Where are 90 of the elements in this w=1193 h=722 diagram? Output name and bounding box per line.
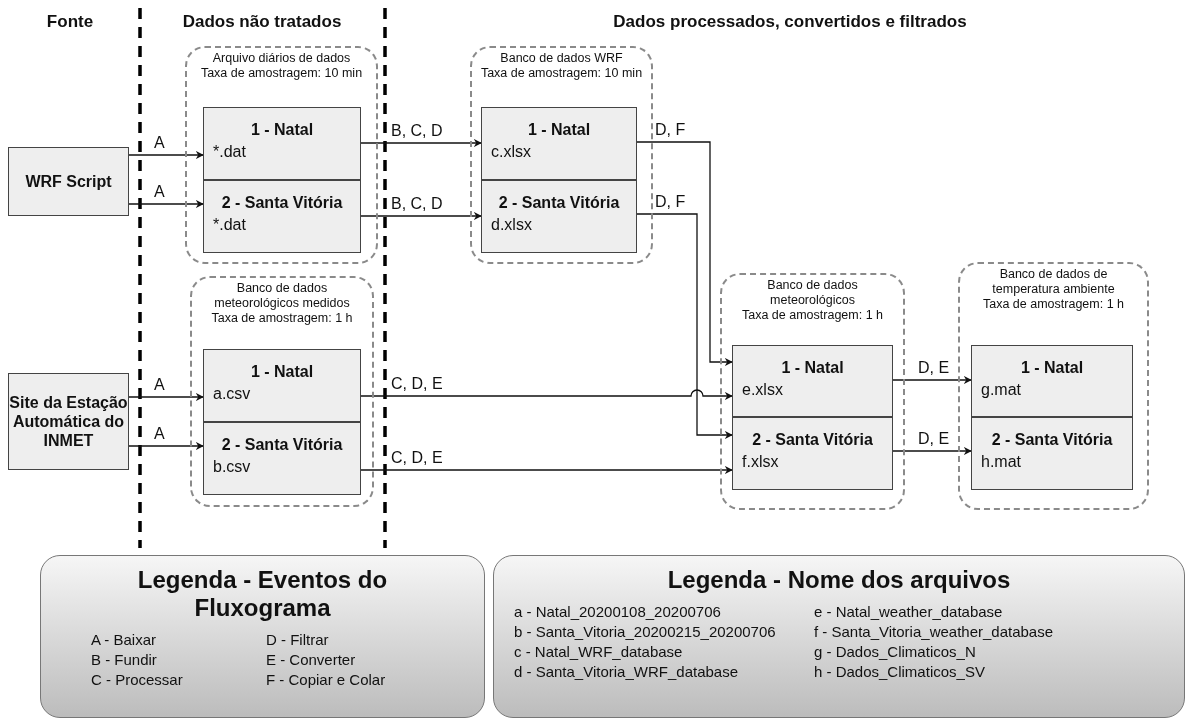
edge-label: D, E (917, 430, 951, 448)
data-box (203, 349, 361, 422)
group-caption: Banco de dados meteorológicos medidos (213, 281, 351, 311)
data-box (203, 180, 361, 253)
file-name: f.xlsx (741, 452, 779, 472)
file-name: b.csv (212, 457, 251, 477)
data-box (732, 345, 893, 417)
legend-panel (40, 555, 485, 718)
box-heading: 2 - Santa Vitória (497, 193, 621, 213)
box-heading: 1 - Natal (249, 362, 315, 382)
legend-entry: B - Fundir (91, 650, 157, 670)
legend-entry: h - Dados_Climaticos_SV (814, 662, 985, 682)
arrow (360, 466, 733, 474)
source-box (8, 373, 129, 470)
arrow (360, 139, 482, 147)
legend-entry: a - Natal_20200108_20200706 (514, 602, 721, 622)
group-caption: Taxa de amostragem: 1 h (741, 308, 883, 323)
edge-label: D, E (917, 359, 951, 377)
group-frame (185, 46, 378, 264)
file-name: *.dat (212, 142, 246, 162)
group-caption: Arquivo diários de dados (212, 51, 351, 66)
legend-entry: d - Santa_Vitoria_WRF_database (514, 662, 739, 682)
box-heading: 1 - Natal (249, 120, 315, 140)
edge-label: D, F (654, 193, 687, 211)
arrow (128, 200, 204, 208)
group-caption: Taxa de amostragem: 1 h (982, 297, 1124, 312)
legend-entry: A - Baixar (91, 630, 157, 650)
edge-label: B, C, D (390, 195, 444, 213)
data-box (732, 417, 893, 490)
group-caption: Taxa de amostragem: 10 min (480, 66, 643, 81)
box-heading: 1 - Natal (1019, 358, 1085, 378)
box-label: WRF Script (25, 172, 112, 191)
group-caption: Banco de dados WRF (500, 51, 623, 66)
legend-entry: c - Natal_WRF_database (514, 642, 683, 662)
legend-entry: C - Processar (91, 670, 183, 690)
group-caption: Taxa de amostragem: 1 h (211, 311, 353, 326)
legend-entry: f - Santa_Vitoria_weather_database (814, 622, 1054, 642)
legend-title: Legenda - Nome dos arquivos (667, 566, 1011, 594)
group-frame (720, 273, 905, 510)
box-heading: 2 - Santa Vitória (220, 193, 344, 213)
legend-entry: D - Filtrar (266, 630, 329, 650)
file-name: h.mat (980, 452, 1021, 472)
file-name: a.csv (212, 384, 251, 404)
source-box (8, 147, 129, 216)
arrow (128, 393, 204, 401)
file-name: d.xlsx (490, 215, 532, 235)
file-name: e.xlsx (741, 380, 783, 400)
data-box (203, 107, 361, 180)
group-frame (470, 46, 653, 264)
group-frame (958, 262, 1149, 510)
edge-label: C, D, E (390, 449, 444, 467)
group-caption: Banco de dados de temperatura ambiente (991, 267, 1116, 297)
arrow (128, 151, 204, 159)
arrow (892, 447, 972, 455)
file-name: *.dat (212, 215, 246, 235)
legend-entry: e - Natal_weather_database (814, 602, 1003, 622)
box-heading: 2 - Santa Vitória (751, 430, 874, 450)
group-frame (190, 276, 374, 507)
legend-title: Legenda - Eventos do Fluxograma (136, 566, 389, 622)
legend-entry: E - Converter (266, 650, 356, 670)
box-heading: 1 - Natal (780, 358, 845, 378)
column-header: Dados não tratados (182, 12, 342, 32)
legend-entry: g - Dados_Climaticos_N (814, 642, 976, 662)
box-heading: 2 - Santa Vitória (220, 435, 344, 455)
arrow (360, 389, 733, 400)
edge-label: D, F (654, 121, 687, 139)
arrow (636, 141, 733, 366)
box-heading: 2 - Santa Vitória (990, 430, 1114, 450)
legend-panel (493, 555, 1185, 718)
file-name: c.xlsx (490, 142, 531, 162)
data-box (481, 180, 637, 253)
arrow (892, 376, 972, 384)
box-label: Site da Estação Automática do INMET (9, 393, 128, 450)
column-header: Fonte (46, 12, 94, 32)
legend-entry: F - Copiar e Colar (266, 670, 386, 690)
edge-label: C, D, E (390, 375, 444, 393)
arrow (360, 212, 482, 220)
group-caption: Banco de dados meteorológicos (766, 278, 859, 308)
column-header: Dados processados, convertidos e filtrados (613, 12, 967, 32)
arrow (128, 442, 204, 450)
group-caption: Taxa de amostragem: 10 min (200, 66, 363, 81)
box-heading: 1 - Natal (526, 120, 592, 140)
data-box (971, 345, 1133, 417)
arrow (636, 213, 733, 439)
data-box (971, 417, 1133, 490)
edge-label: B, C, D (390, 122, 444, 140)
file-name: g.mat (980, 380, 1021, 400)
data-box (203, 422, 361, 495)
data-box (481, 107, 637, 180)
legend-entry: b - Santa_Vitoria_20200215_20200706 (514, 622, 776, 642)
